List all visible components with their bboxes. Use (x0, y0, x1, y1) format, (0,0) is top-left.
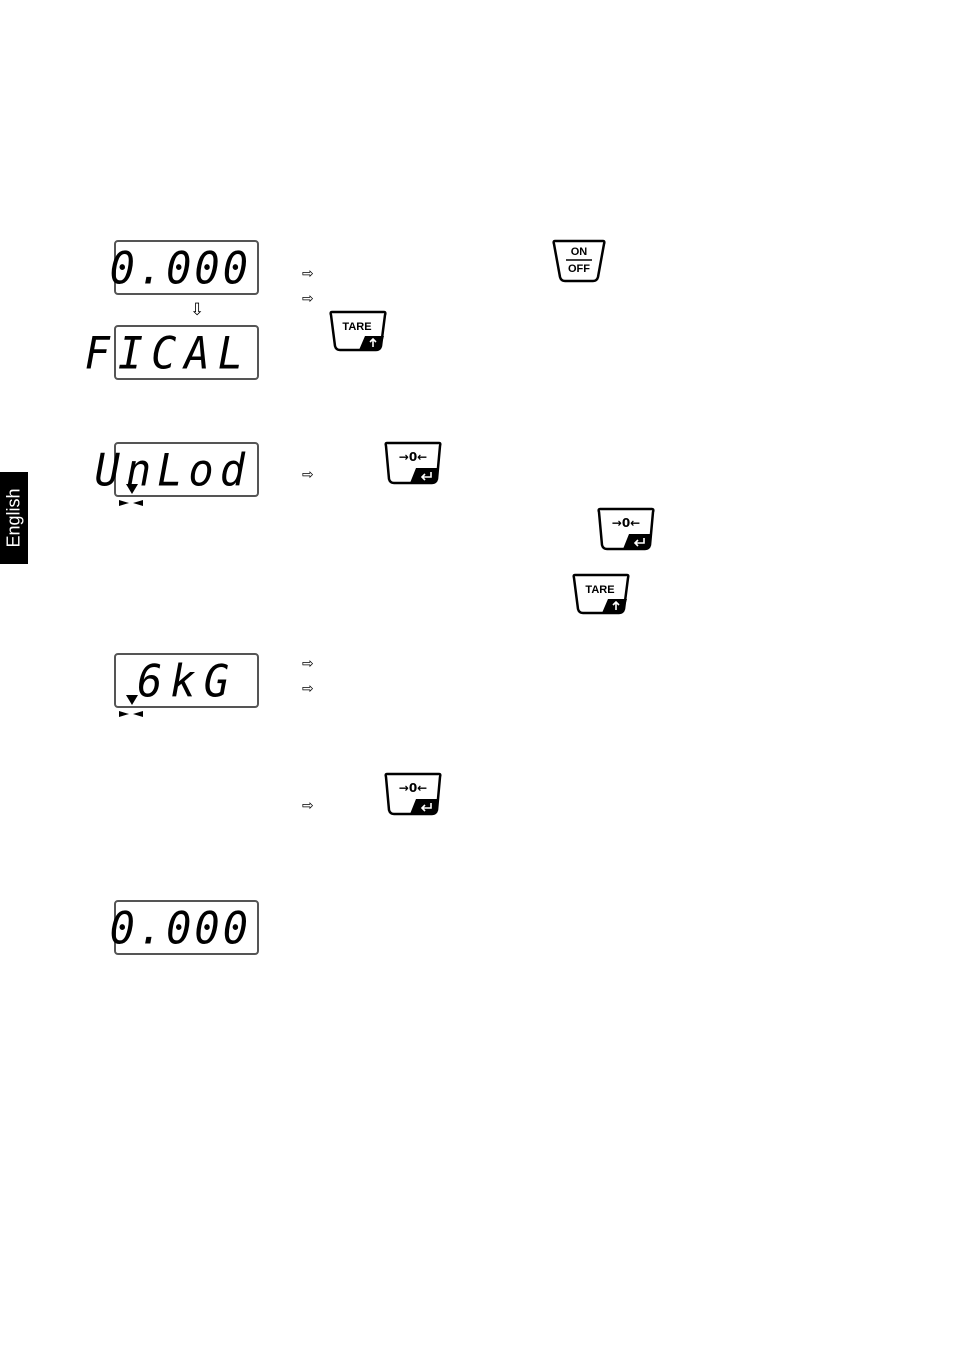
tare-key-label: TARE (585, 584, 614, 596)
lcd-readout: 6kG (137, 655, 237, 708)
tare-key[interactable]: TARE (329, 310, 387, 357)
on-off-key-top-label: ON (571, 246, 588, 258)
right-arrow-icon: ⇨ (302, 291, 314, 307)
tare-key-label: TARE (342, 321, 371, 333)
lcd-display-fical: FICAL (85, 325, 259, 380)
right-arrow-icon: ⇨ (302, 656, 314, 672)
stable-indicator-icon (119, 500, 143, 506)
on-off-key-bottom-label: OFF (568, 263, 590, 275)
right-arrow-icon: ⇨ (302, 798, 314, 814)
lcd-readout: 0.000 (109, 902, 251, 955)
right-arrow-icon: ⇨ (302, 681, 314, 697)
stability-triangle-icon (126, 695, 138, 705)
zero-enter-key[interactable]: →0← (384, 441, 442, 490)
lcd-readout: 0.000 (109, 242, 251, 295)
language-tab: English (0, 472, 28, 564)
zero-key-label: →0← (612, 516, 640, 530)
lcd-display-6kg: 6kG (114, 653, 259, 708)
zero-enter-key[interactable]: →0← (384, 772, 442, 821)
zero-key-label: →0← (399, 781, 427, 795)
lcd-readout: FICAL (84, 327, 251, 380)
zero-key-label: →0← (399, 450, 427, 464)
down-arrow-icon: ⇩ (190, 300, 205, 320)
right-arrow-icon: ⇨ (302, 467, 314, 483)
lcd-display-zero: 0.000 (110, 240, 259, 295)
lcd-display-zero-final: 0.000 (110, 900, 259, 955)
zero-enter-key[interactable]: →0← (597, 507, 655, 556)
right-arrow-icon: ⇨ (302, 266, 314, 282)
stable-indicator-icon (119, 711, 143, 717)
stability-triangle-icon (126, 484, 138, 494)
lcd-display-unlod: UnLod (95, 442, 259, 497)
on-off-key[interactable]: ON OFF (552, 239, 606, 288)
lcd-readout: UnLod (94, 444, 251, 497)
language-tab-label: English (3, 488, 24, 548)
tare-key[interactable]: TARE (572, 573, 630, 620)
